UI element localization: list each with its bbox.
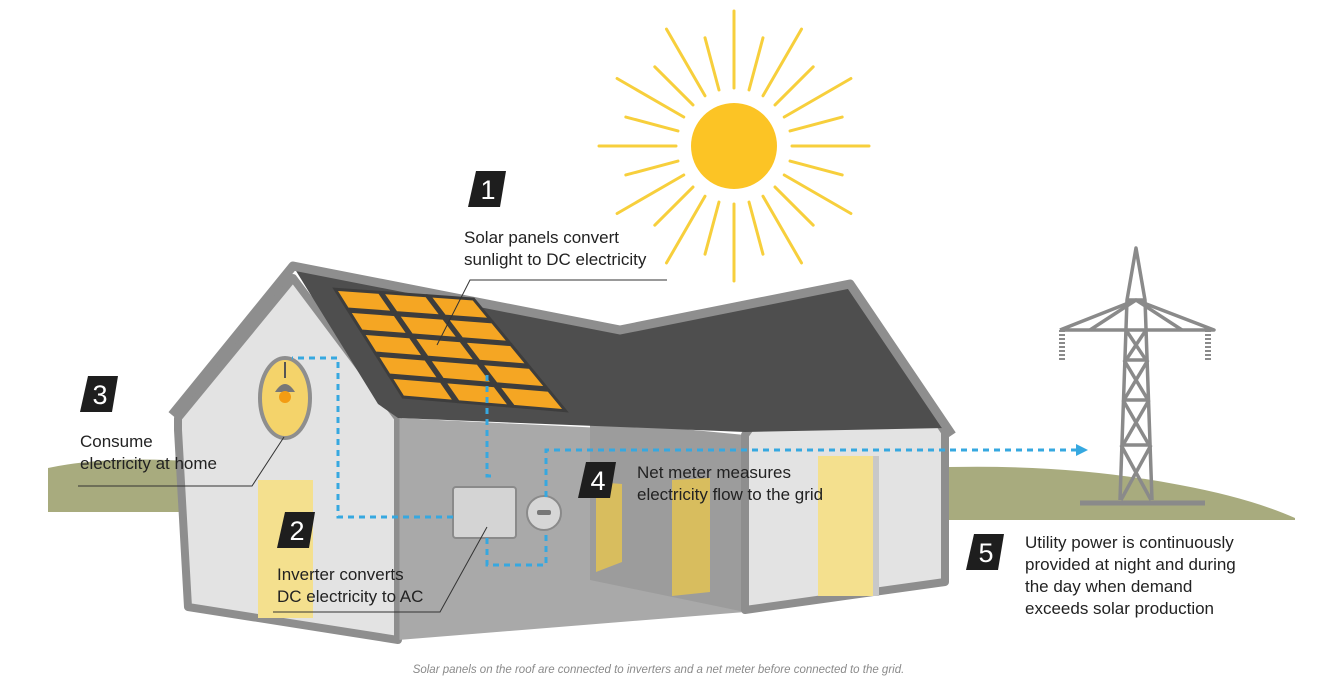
solar-panel-cell	[441, 379, 514, 408]
sun-ray	[703, 200, 721, 256]
step-badge-number: 3	[92, 380, 107, 410]
flow-inverter-to-lamp	[292, 356, 453, 519]
sun-ray	[773, 185, 815, 227]
solar-panel-cell	[494, 384, 569, 413]
inverter	[452, 486, 517, 539]
step-badge-number: 2	[289, 516, 304, 546]
solar-panel-cell	[477, 361, 551, 390]
step-badge-shape	[578, 462, 616, 498]
step-1-badge: 1	[468, 171, 506, 207]
solar-panel-cell	[410, 335, 480, 363]
step-1-text: Solar panels convert sunlight to DC elec…	[464, 227, 646, 271]
sun-ray	[747, 200, 765, 256]
left-door	[258, 480, 313, 618]
callout-leaders	[78, 279, 667, 613]
step-3-line-2: electricity at home	[80, 454, 217, 473]
step-2-line-2: DC electricity to AC	[277, 587, 424, 606]
right-door	[818, 456, 873, 596]
leader-step-2	[273, 526, 488, 613]
sun-ray	[773, 65, 815, 107]
step-3-text: Consume electricity at home	[80, 431, 217, 475]
sun-ray	[782, 77, 853, 119]
sun-ray	[653, 65, 695, 107]
ground-right	[920, 466, 1295, 520]
leader-step-1	[436, 279, 667, 346]
step-3-line-1: Consume	[80, 432, 153, 451]
roof-edge	[168, 261, 956, 438]
sun-ray	[624, 115, 680, 133]
step-2-line-1: Inverter converts	[277, 565, 404, 584]
step-4-line-1: Net meter measures	[637, 463, 791, 482]
sun-disc	[691, 103, 777, 189]
step-badge-shape	[80, 376, 118, 412]
step-5-line-3: the day when demand	[1025, 577, 1193, 596]
flow-panel-to-inverter	[485, 375, 491, 478]
figure-caption: Solar panels on the roof are connected t…	[412, 664, 905, 676]
sun-ray	[665, 194, 707, 265]
step-2-text: Inverter converts DC electricity to AC	[277, 564, 423, 608]
solar-panel-cell	[373, 353, 443, 381]
step-4-line-2: electricity flow to the grid	[637, 485, 824, 504]
sun-ray	[615, 77, 686, 119]
leader-step-3	[78, 436, 285, 487]
sun-ray	[788, 159, 844, 177]
step-badge-shape	[966, 534, 1004, 570]
solar-panel-cell	[426, 294, 494, 322]
solar-panel-cell	[346, 309, 412, 337]
lamp	[258, 356, 312, 440]
sun-rays	[597, 9, 871, 283]
solar-panel-cell	[443, 316, 513, 345]
step-2-badge: 2	[277, 512, 315, 548]
step-4-text: Net meter measures electricity flow to t…	[637, 462, 823, 506]
step-5-line-2: provided at night and during	[1025, 555, 1236, 574]
lamp-bulb	[279, 391, 291, 403]
solar-panel-cell	[425, 357, 497, 386]
middle-door-2	[672, 478, 710, 596]
lamp-shade	[275, 384, 295, 392]
step-1-line-1: Solar panels convert	[464, 228, 619, 247]
sun-ray	[703, 36, 721, 92]
step-4-badge: 4	[578, 462, 616, 498]
flow-arrowhead	[1076, 444, 1088, 456]
transmission-tower	[1059, 246, 1216, 506]
step-badge-number: 4	[590, 466, 605, 496]
solar-panel-cell	[460, 339, 532, 367]
step-3-badge: 3	[80, 376, 118, 412]
solar-panel-cell	[379, 290, 446, 318]
right-door-shadow	[873, 456, 879, 596]
solar-panel-cell	[332, 287, 397, 315]
flow-inverter-to-meter	[485, 530, 548, 567]
net-meter-display	[537, 510, 551, 515]
sun-ray	[665, 27, 707, 98]
sun-ray	[624, 159, 680, 177]
step-5-line-4: exceeds solar production	[1025, 599, 1215, 618]
sun-ray	[788, 115, 844, 133]
step-badge-number: 5	[978, 538, 993, 568]
middle-door-1	[596, 482, 622, 572]
electricity-flow	[292, 356, 1076, 567]
step-badges: 1 2 3 4 5	[80, 171, 1004, 570]
step-5-text: Utility power is continuously provided a…	[1025, 532, 1236, 620]
step-5-line-1: Utility power is continuously	[1025, 533, 1234, 552]
step-5-badge: 5	[966, 534, 1004, 570]
sun-ray	[653, 185, 695, 227]
step-badge-number: 1	[480, 175, 495, 205]
step-1-line-2: sunlight to DC electricity	[464, 250, 647, 269]
sun-ray	[761, 27, 803, 98]
sun-ray	[761, 194, 803, 265]
sun	[597, 9, 871, 283]
solar-panel-array	[332, 287, 569, 413]
solar-panel-cell	[359, 331, 428, 359]
sun-ray	[747, 36, 765, 92]
step-badge-shape	[277, 512, 315, 548]
flow-meter-to-grid	[544, 448, 1076, 497]
step-badge-shape	[468, 171, 506, 207]
sun-ray	[782, 173, 853, 215]
sun-ray	[615, 173, 686, 215]
solar-panel-cell	[387, 375, 458, 404]
